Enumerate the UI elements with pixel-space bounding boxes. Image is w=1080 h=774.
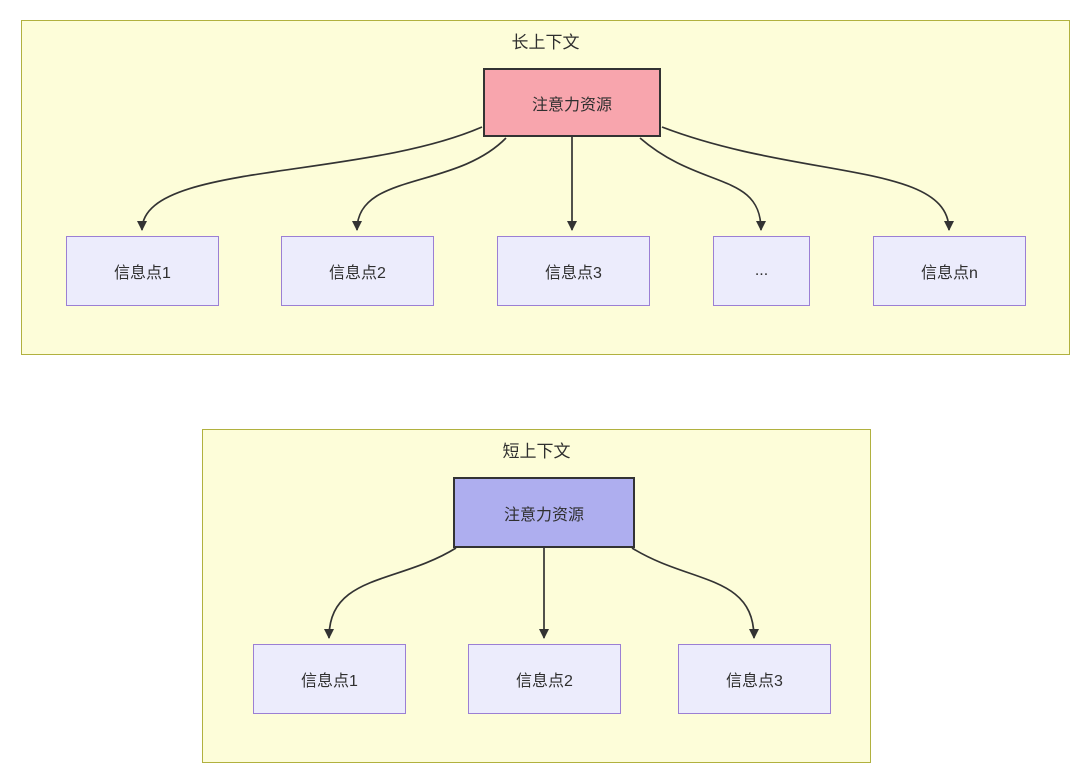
short-info-node-2: 信息点2 <box>468 644 621 714</box>
short-context-title: 短上下文 <box>502 442 571 461</box>
short-attention-resource-box: 注意力资源 <box>453 477 635 548</box>
short-info-node-1-label: 信息点1 <box>301 673 358 690</box>
long-info-node-3-label: 信息点3 <box>545 265 602 282</box>
arrow-long-to-node5 <box>661 126 954 231</box>
long-attention-resource-label: 注意力资源 <box>531 96 612 114</box>
long-attention-resource-box: 注意力资源 <box>483 68 661 137</box>
long-info-node-ellipsis: ... <box>713 236 810 306</box>
arrow-short-to-node3 <box>631 547 759 639</box>
short-info-node-1: 信息点1 <box>253 644 406 714</box>
long-info-node-n-label: 信息点n <box>921 265 978 282</box>
short-attention-resource-label: 注意力资源 <box>503 506 584 524</box>
arrow-long-to-node4 <box>639 137 766 231</box>
long-info-node-3: 信息点3 <box>497 236 650 306</box>
arrow-long-to-node1 <box>137 126 483 231</box>
long-info-node-2-label: 信息点2 <box>329 265 386 282</box>
arrow-long-to-node2 <box>352 137 507 231</box>
long-context-title: 长上下文 <box>511 33 580 52</box>
short-info-node-2-label: 信息点2 <box>516 673 573 690</box>
long-info-node-1: 信息点1 <box>66 236 219 306</box>
long-info-node-2: 信息点2 <box>281 236 434 306</box>
long-info-node-ellipsis-label: ... <box>754 262 769 279</box>
long-info-node-1-label: 信息点1 <box>114 265 171 282</box>
short-info-node-3: 信息点3 <box>678 644 831 714</box>
arrow-short-to-node1 <box>324 547 457 639</box>
short-info-node-3-label: 信息点3 <box>726 673 783 690</box>
long-info-node-n: 信息点n <box>873 236 1026 306</box>
